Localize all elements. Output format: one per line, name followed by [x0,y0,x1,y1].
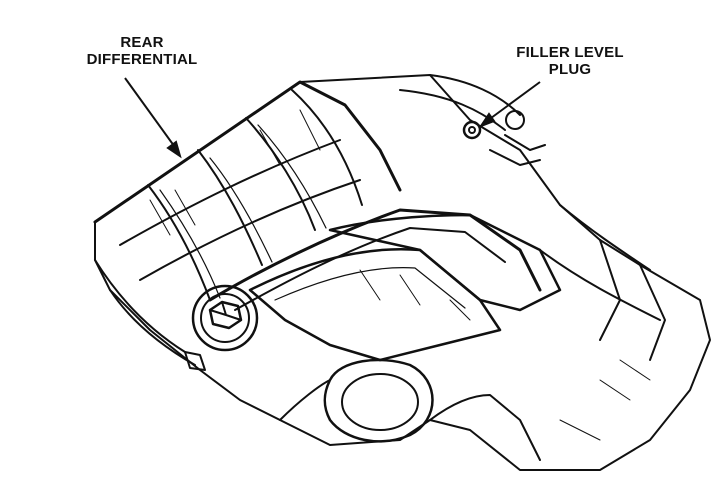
rear-differential-label: REAR DIFFERENTIAL [62,34,222,68]
lower-panel [248,248,502,362]
left-mount [184,351,206,371]
right-pad [328,213,562,312]
right-structure [559,204,651,271]
cover-rib [245,117,316,231]
filler-level-plug-label: FILLER LEVEL PLUG [500,44,640,78]
shade-stroke [149,109,651,441]
filler-level-plug-label-line1: FILLER LEVEL [516,44,624,61]
fitting-ring [505,110,525,130]
right-structure [599,239,621,341]
pinion-flange-inner [341,373,419,431]
rear-differential-label-line2: DIFFERENTIAL [86,51,198,68]
upper-tube [399,89,506,131]
cover-rib [159,189,221,299]
cover-rib [209,157,273,263]
drain-plug-hex-face [209,301,242,321]
left-axle [94,259,186,353]
pinion-flange [323,358,434,443]
filler-plug-center [468,126,476,134]
leader-arrowhead [166,140,182,159]
brake-line [489,134,546,166]
cover-rib [147,184,211,301]
cover-top-edge [93,80,402,224]
cross-rib [208,208,542,302]
left-axle [109,289,196,366]
cover-rib [257,124,327,229]
housing-outline [94,74,711,471]
filler-plug [462,120,482,140]
upper-tube [429,74,521,116]
lower-bracket [429,394,541,461]
leader-arrowhead [478,112,496,129]
lower-panel-inner [274,267,466,309]
cover-rib [291,89,363,206]
cover-rib [197,149,263,266]
cross-rib-inner [234,227,506,311]
lower-bracket [279,379,331,421]
drain-plug-ring [200,293,250,343]
right-structure [639,264,666,361]
right-structure [539,249,661,321]
rear-differential-label-line1: REAR [120,34,164,51]
cover-band [139,179,361,281]
drain-plug-boss [191,284,259,352]
leader-filler-plug [486,81,541,122]
filler-level-plug-label-line2: PLUG [548,61,592,78]
cover-band [119,139,341,246]
leader-rear-differential [124,77,178,151]
